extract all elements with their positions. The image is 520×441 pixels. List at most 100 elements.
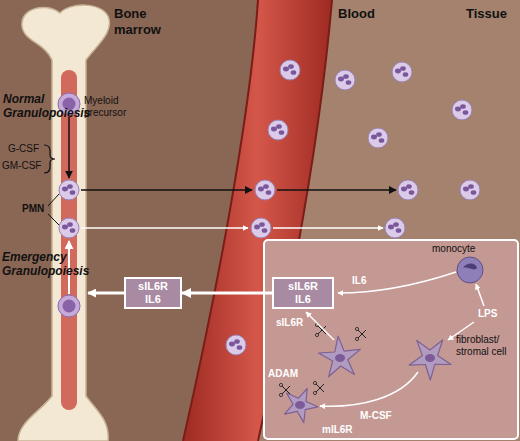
cell-body <box>392 62 412 82</box>
receptor-label: mIL6R <box>322 424 362 436</box>
migration-arrow <box>277 189 396 191</box>
factor-label: G-CSF <box>8 143 48 155</box>
nucleus-lobe <box>62 187 68 192</box>
nucleus-lobe <box>288 64 294 69</box>
monocyte-cell <box>457 257 483 283</box>
blade <box>282 386 290 394</box>
neutrophil-cell <box>398 180 418 200</box>
handle <box>355 327 358 330</box>
neutrophil-cell <box>368 128 388 148</box>
handle <box>279 393 282 396</box>
nucleus-lobe <box>67 184 73 189</box>
handle <box>355 337 358 340</box>
blade <box>316 384 324 392</box>
process-label: Emergency Granulopoiesis <box>2 250 102 279</box>
cell-body <box>280 60 300 80</box>
cytokine-box: sIL6RIL6 <box>272 277 334 309</box>
blade <box>282 386 290 394</box>
nucleus-lobe <box>279 130 285 135</box>
cell-label: fibroblast/ stromal cell <box>456 334 518 358</box>
nucleus-lobe <box>67 222 73 227</box>
neutrophil-cell <box>392 62 412 82</box>
signal-arrow <box>320 372 418 406</box>
cell-body <box>385 218 405 238</box>
factor-label: GM-CSF <box>2 160 46 172</box>
stromal-cell <box>409 340 451 380</box>
nucleus <box>335 354 345 362</box>
nucleus-lobe <box>403 72 409 77</box>
marrow-cavity <box>61 70 77 410</box>
region-label: Blood <box>338 6 398 22</box>
cell-body <box>59 180 79 200</box>
cell-body <box>226 335 246 355</box>
nucleus <box>463 264 477 270</box>
handle <box>315 333 318 336</box>
nucleus-lobe <box>379 138 385 143</box>
nucleus-lobe <box>70 228 76 233</box>
neutrophil-cell <box>268 120 288 140</box>
cell-body <box>268 120 288 140</box>
nucleus <box>295 401 305 409</box>
nucleus-lobe <box>259 222 265 227</box>
node-text: sIL6R <box>288 280 318 293</box>
nucleus-lobe <box>393 222 399 227</box>
secretion-arrow <box>338 272 456 293</box>
nucleus-lobe <box>291 70 297 75</box>
neutrophil-cell <box>59 218 79 238</box>
nucleus <box>63 300 76 313</box>
molecule-label: sIL6R <box>276 317 310 329</box>
nucleus-lobe <box>455 107 461 112</box>
cell-body <box>460 180 480 200</box>
scissors-icon <box>279 383 290 396</box>
neutrophil-cell <box>226 335 246 355</box>
nucleus-lobe <box>276 124 282 129</box>
handle <box>313 391 316 394</box>
nucleus-lobe <box>395 69 401 74</box>
nucleus-lobe <box>460 104 466 109</box>
nucleus-lobe <box>409 190 415 195</box>
cell-label: PMN <box>22 203 52 215</box>
blade <box>358 330 366 338</box>
cell-body <box>255 180 275 200</box>
bracket <box>44 145 55 173</box>
nucleus-lobe <box>343 74 349 79</box>
enzyme-label: ADAM <box>268 368 302 380</box>
cell-body <box>251 218 271 238</box>
nucleus <box>425 354 435 362</box>
vessel-wall <box>183 0 258 441</box>
cell-label: monocyte <box>432 243 482 255</box>
nucleus-lobe <box>471 190 477 195</box>
migration-arrow <box>81 189 252 191</box>
nucleus-lobe <box>376 132 382 137</box>
tissue-inset <box>264 240 518 439</box>
node-text: sIL6R <box>138 280 168 293</box>
inset-cell-group <box>279 257 483 423</box>
blade <box>316 384 324 392</box>
leader-line <box>48 194 59 206</box>
cytokine-box: sIL6RIL6 <box>124 277 182 309</box>
nucleus-lobe <box>396 228 402 233</box>
neutrophil-cell <box>335 70 355 90</box>
shedding-arrow <box>306 312 334 340</box>
nucleus-lobe <box>266 190 272 195</box>
handle <box>279 383 282 386</box>
molecule-label: M-CSF <box>360 410 400 422</box>
nucleus-lobe <box>463 110 469 115</box>
nucleus-lobe <box>400 66 406 71</box>
nucleus-lobe <box>271 127 277 132</box>
cell-body <box>368 128 388 148</box>
cell-body <box>58 295 80 317</box>
cell-body <box>335 70 355 90</box>
cell-body <box>452 100 472 120</box>
neutrophil-cell <box>280 60 300 80</box>
cell-body <box>457 257 483 283</box>
region-label: Bone marrow <box>114 6 174 37</box>
region-label: Tissue <box>466 6 520 22</box>
migration-arrow <box>81 227 248 229</box>
cell-body <box>409 340 451 380</box>
stromal-cell <box>319 336 361 377</box>
molecule-label: IL6 <box>352 275 376 287</box>
